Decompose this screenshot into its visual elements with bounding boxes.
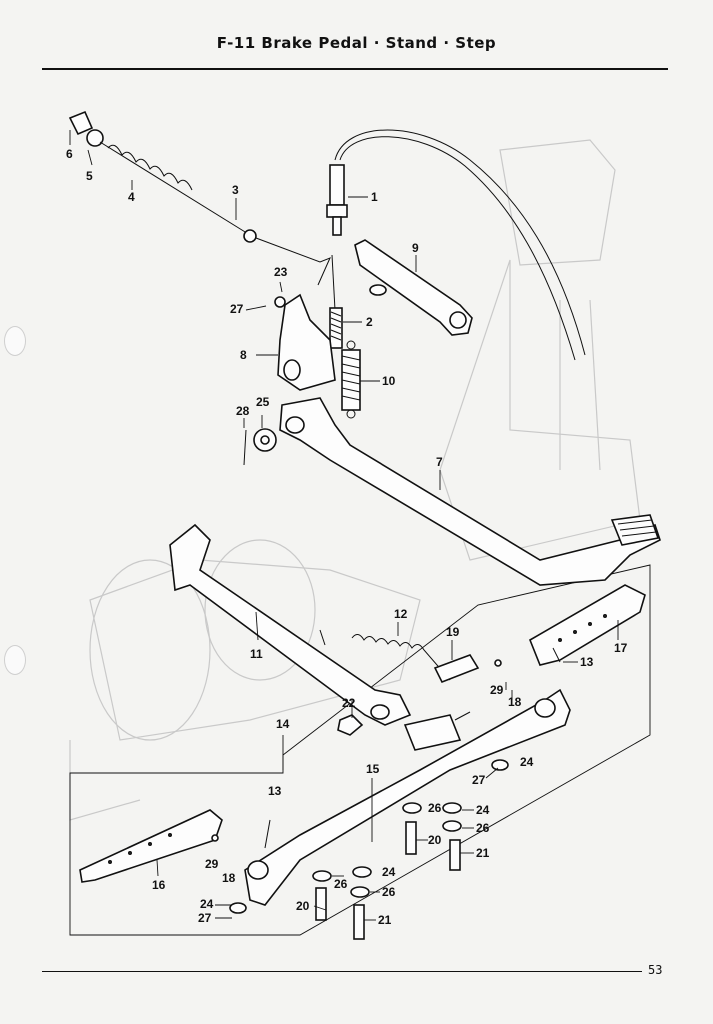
brake-pedal xyxy=(279,397,661,586)
callout-20a: 20 xyxy=(428,833,442,847)
callout-15: 15 xyxy=(366,762,380,776)
callout-11: 11 xyxy=(250,647,263,661)
callout-26d: 26 xyxy=(382,885,396,899)
callout-25: 25 xyxy=(256,395,270,409)
callout-labels: 1 2 3 4 5 6 7 8 9 10 11 12 13 13 14 15 1… xyxy=(66,147,628,927)
callout-24a: 24 xyxy=(520,755,534,769)
callout-26a: 26 xyxy=(428,801,442,815)
callout-29b: 29 xyxy=(205,857,219,871)
brake-arm xyxy=(274,293,336,391)
leader-lines xyxy=(69,130,619,921)
callout-3: 3 xyxy=(232,183,239,197)
callout-9: 9 xyxy=(412,241,419,255)
callout-4: 4 xyxy=(128,190,135,204)
callout-12: 12 xyxy=(394,607,408,621)
callout-14: 14 xyxy=(276,717,290,731)
brake-switch-cable xyxy=(326,129,586,361)
callout-27a: 27 xyxy=(230,302,244,316)
footer-rule xyxy=(42,971,642,972)
step-rubbers xyxy=(79,584,646,883)
callout-13a: 13 xyxy=(580,655,594,669)
callout-29a: 29 xyxy=(490,683,504,697)
callout-6: 6 xyxy=(66,147,73,161)
callout-26b: 26 xyxy=(476,821,490,835)
punch-hole-bottom xyxy=(4,645,26,675)
callout-8: 8 xyxy=(240,348,247,362)
callout-22: 22 xyxy=(342,696,356,710)
callout-18b: 18 xyxy=(222,871,236,885)
callout-27c: 27 xyxy=(198,911,212,925)
callout-24b: 24 xyxy=(476,803,490,817)
callout-2: 2 xyxy=(366,315,373,329)
side-stand xyxy=(169,523,412,726)
callout-18a: 18 xyxy=(508,695,522,709)
callout-10: 10 xyxy=(382,374,396,388)
callout-21b: 21 xyxy=(378,913,392,927)
step-bar xyxy=(244,688,571,906)
brake-rod-assembly xyxy=(68,110,331,286)
callout-24c: 24 xyxy=(382,865,396,879)
callout-7: 7 xyxy=(436,455,443,469)
callout-5: 5 xyxy=(86,169,93,183)
stop-switch-bracket xyxy=(354,239,473,336)
callout-27b: 27 xyxy=(472,773,486,787)
callout-16: 16 xyxy=(152,878,166,892)
callout-1: 1 xyxy=(371,190,378,204)
callout-23: 23 xyxy=(274,265,288,279)
callout-28: 28 xyxy=(236,404,250,418)
callout-21a: 21 xyxy=(476,846,490,860)
stand-spring-bolt xyxy=(337,634,480,736)
callout-17: 17 xyxy=(614,641,628,655)
callout-20b: 20 xyxy=(296,899,310,913)
callout-24d: 24 xyxy=(200,897,214,911)
page-title: F-11 Brake Pedal · Stand · Step xyxy=(216,34,497,52)
callout-19: 19 xyxy=(446,625,460,639)
callout-26c: 26 xyxy=(334,877,348,891)
springs-2-10 xyxy=(329,254,361,419)
header-rule xyxy=(42,68,668,70)
punch-hole-top xyxy=(4,326,26,356)
bolts-washers xyxy=(211,659,509,940)
washer-pin xyxy=(243,428,277,466)
page-number: 53 xyxy=(648,963,663,977)
callout-13b: 13 xyxy=(268,784,282,798)
